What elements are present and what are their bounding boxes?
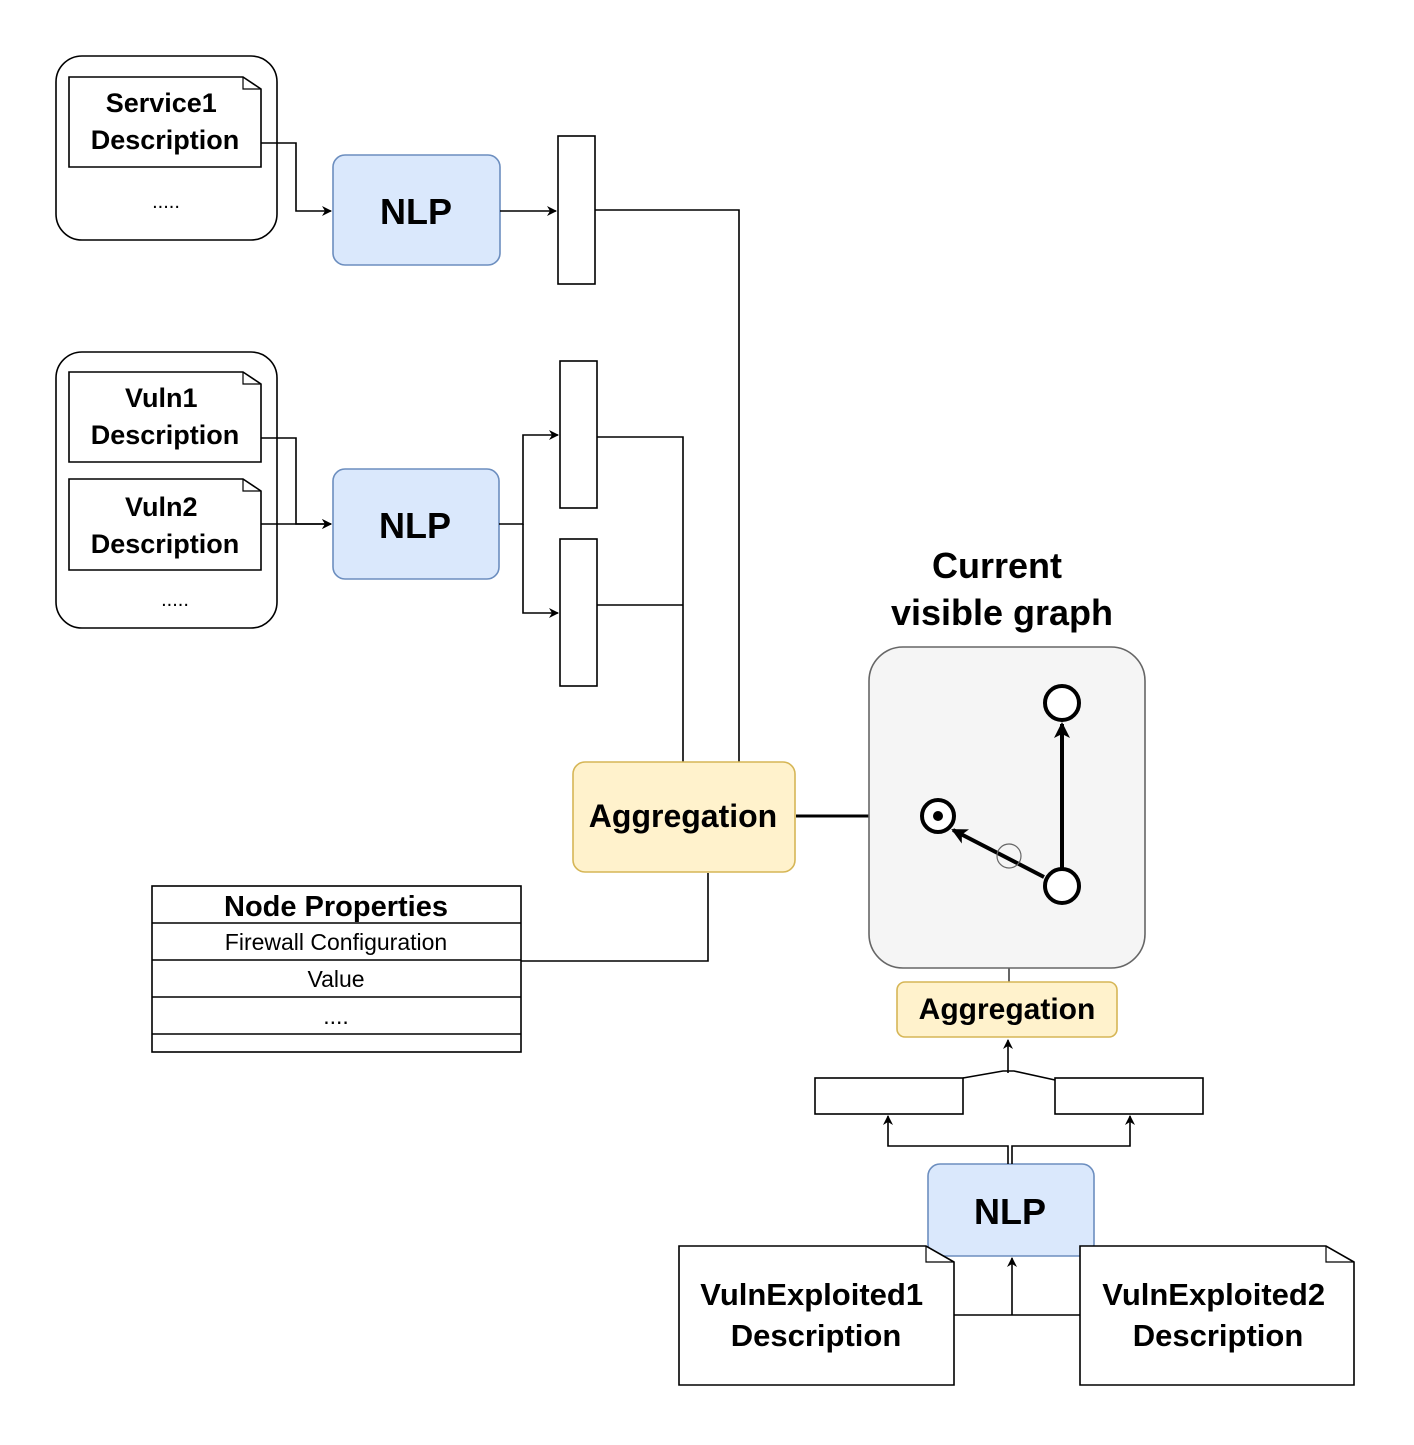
svg-text:VulnExploited2 Descripti: VulnExploited2 Description: [1102, 1277, 1333, 1353]
vuln2-doc-line1: Vuln2: [125, 492, 198, 522]
nlp-service-rect: [332, 154, 501, 266]
aggregation-main-label: Aggregation: [589, 798, 777, 834]
nlp-exploited-box: NLP: [927, 1163, 1095, 1257]
exploited-bars-merge-lines: [962, 1070, 1056, 1081]
node-properties-to-aggregation-line: [521, 873, 709, 962]
graph-title-line1: Current: [932, 545, 1062, 586]
svg-text:VulnExploited1 Descripti: VulnExploited1 Description: [700, 1277, 931, 1353]
svg-text:Vuln2 Description: Vuln2 Description: [91, 492, 240, 559]
vuln1-embedding-bar: [559, 360, 598, 509]
exploited1-embedding-bar: [814, 1077, 964, 1115]
svg-text:Vuln1 Description: Vuln1 Description: [91, 383, 240, 450]
graph-node-bottom: [1043, 867, 1081, 905]
vuln1-doc-line1: Vuln1: [125, 383, 198, 413]
graph-node-target-dot: [933, 811, 943, 821]
service-group: Service1 Description .....: [55, 55, 278, 241]
service1-doc-line1: Service1: [106, 88, 217, 118]
nlp-service-box: NLP: [332, 154, 501, 266]
exploited1-doc-line2: Description: [731, 1318, 902, 1353]
nlp-vuln-box: NLP: [332, 468, 500, 580]
exploited2-doc-line1: VulnExploited2: [1102, 1277, 1325, 1312]
node-properties-frame: [151, 885, 522, 1053]
graph-edge-to-target-node: [951, 828, 1045, 879]
service-ellipsis: .....: [152, 191, 180, 213]
node-properties-row-1: Firewall Configuration: [225, 929, 447, 955]
vuln1-doc-line2: Description: [91, 420, 240, 450]
aggregation-main-box: Aggregation: [572, 761, 796, 873]
exploited2-doc: VulnExploited2 Description: [1079, 1245, 1355, 1386]
nlp-to-exploited-bars-arrows: [883, 1115, 1009, 1164]
nlp-vuln-label: NLP: [379, 505, 451, 546]
exploited1-doc: VulnExploited1 Description: [678, 1245, 955, 1386]
service-embedding-bar: [557, 135, 596, 285]
nlp-to-vuln1-bar-arrow: [499, 430, 559, 525]
nlp-exploited-label: NLP: [974, 1191, 1046, 1232]
aggregation-graph-label: Aggregation: [919, 993, 1096, 1026]
visible-graph-frame: [868, 646, 1146, 969]
service1-doc-line2: Description: [91, 125, 240, 155]
exploited2-embedding-bar: [1054, 1077, 1204, 1115]
nlp-to-vuln2-bar-arrow: [522, 524, 559, 618]
node-properties-table: Node Properties Firewall Configuration V…: [151, 885, 522, 1053]
service-bar-to-aggregation-line: [595, 209, 740, 762]
visible-graph-panel: [868, 646, 1146, 969]
vuln2-embedding-bar: [559, 538, 598, 687]
nlp-to-exploited-bar2-arrow: [1011, 1115, 1135, 1164]
nlp-exploited-rect: [927, 1163, 1095, 1257]
vuln-ellipsis: .....: [161, 589, 189, 611]
graph-node-top: [1043, 684, 1081, 722]
service-doc-to-nlp-arrow: [261, 142, 332, 216]
exploited1-doc-line1: VulnExploited1: [700, 1277, 923, 1312]
aggregation-graph-rect: [896, 981, 1118, 1038]
vuln1-doc: Vuln1 Description: [68, 371, 262, 463]
svg-text:Service1 Description: Service1 Description: [91, 88, 240, 155]
node-properties-row-3: ....: [323, 1003, 349, 1029]
node-properties-row-2: Value: [307, 966, 364, 992]
vuln-group: Vuln1 Description Vuln2 Description ....…: [55, 351, 278, 629]
vuln2-doc-line2: Description: [91, 529, 240, 559]
graph-title-line2: visible graph: [891, 592, 1113, 633]
aggregation-main-rect: [572, 761, 796, 873]
vuln1-bar-to-aggregation-line: [597, 436, 684, 762]
aggregation-graph-box: Aggregation: [896, 981, 1118, 1038]
nlp-service-label: NLP: [380, 191, 452, 232]
graph-title: Current visible graph: [891, 545, 1113, 633]
service1-doc: Service1 Description: [68, 76, 262, 168]
graph-edge-midpoint-marker: [996, 843, 1022, 869]
node-properties-header: Node Properties: [224, 891, 448, 923]
exploited2-doc-line2: Description: [1133, 1318, 1304, 1353]
vuln2-doc: Vuln2 Description: [68, 478, 262, 571]
